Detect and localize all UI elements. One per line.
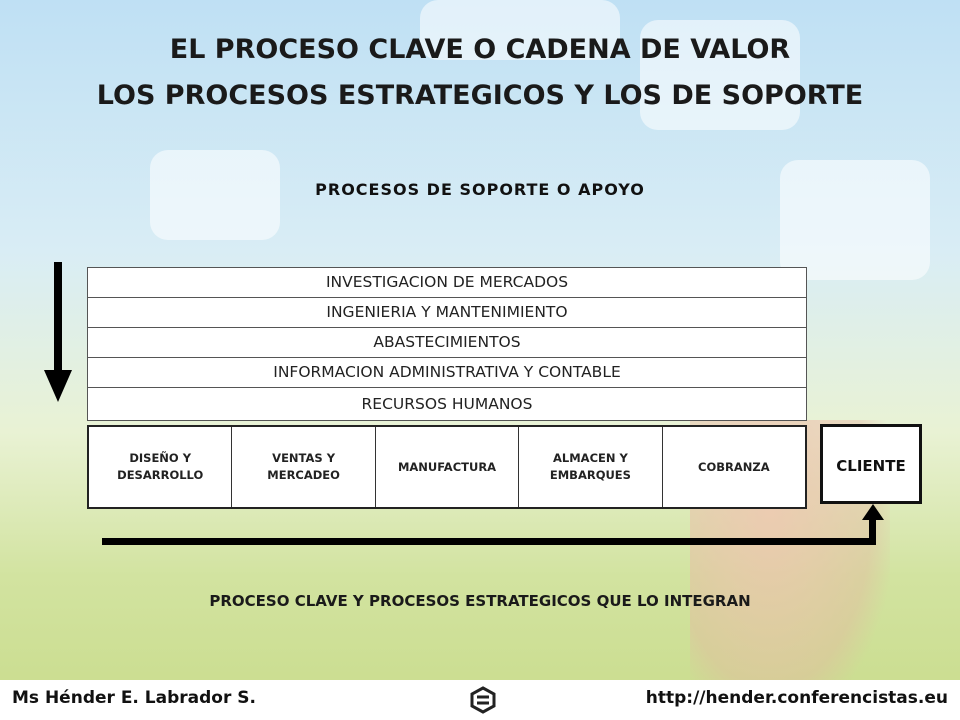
value-chain-step: MANUFACTURA: [376, 427, 520, 507]
return-arrow-icon: [102, 504, 884, 545]
value-chain: DISEÑO Y DESARROLLO VENTAS Y MERCADEO MA…: [87, 425, 807, 509]
background-puzzle-piece: [780, 160, 930, 280]
footer-url-link[interactable]: http://hender.conferencistas.eu: [645, 688, 948, 708]
support-process-row: ABASTECIMIENTOS: [88, 328, 806, 358]
slide-title-line2: LOS PROCESOS ESTRATEGICOS Y LOS DE SOPOR…: [96, 80, 864, 111]
support-process-row: INGENIERIA Y MANTENIMIENTO: [88, 298, 806, 328]
support-processes-table: INVESTIGACION DE MERCADOS INGENIERIA Y M…: [87, 267, 807, 421]
bottom-caption: PROCESO CLAVE Y PROCESOS ESTRATEGICOS QU…: [209, 592, 751, 610]
down-arrow-icon: [44, 262, 72, 402]
support-process-row: INVESTIGACION DE MERCADOS: [88, 268, 806, 298]
slide-title-line1: EL PROCESO CLAVE O CADENA DE VALOR: [169, 34, 791, 65]
value-chain-step: ALMACEN Y EMBARQUES: [519, 427, 663, 507]
background-puzzle-piece: [150, 150, 280, 240]
value-chain-step: COBRANZA: [698, 459, 770, 474]
background-puzzle-piece: [420, 0, 620, 60]
conferencistas-logo-icon: [470, 686, 496, 714]
footer: Ms Hénder E. Labrador S. http://hender.c…: [0, 680, 960, 720]
footer-author: Ms Hénder E. Labrador S.: [12, 688, 256, 708]
support-process-row: RECURSOS HUMANOS: [361, 395, 533, 413]
value-chain-step: DISEÑO Y DESARROLLO: [89, 427, 233, 507]
client-box: CLIENTE: [820, 424, 922, 504]
support-processes-heading: PROCESOS DE SOPORTE O APOYO: [315, 180, 645, 199]
value-chain-step: VENTAS Y MERCADEO: [232, 427, 376, 507]
background-puzzle-piece: [640, 20, 800, 130]
support-process-row: INFORMACION ADMINISTRATIVA Y CONTABLE: [88, 358, 806, 388]
